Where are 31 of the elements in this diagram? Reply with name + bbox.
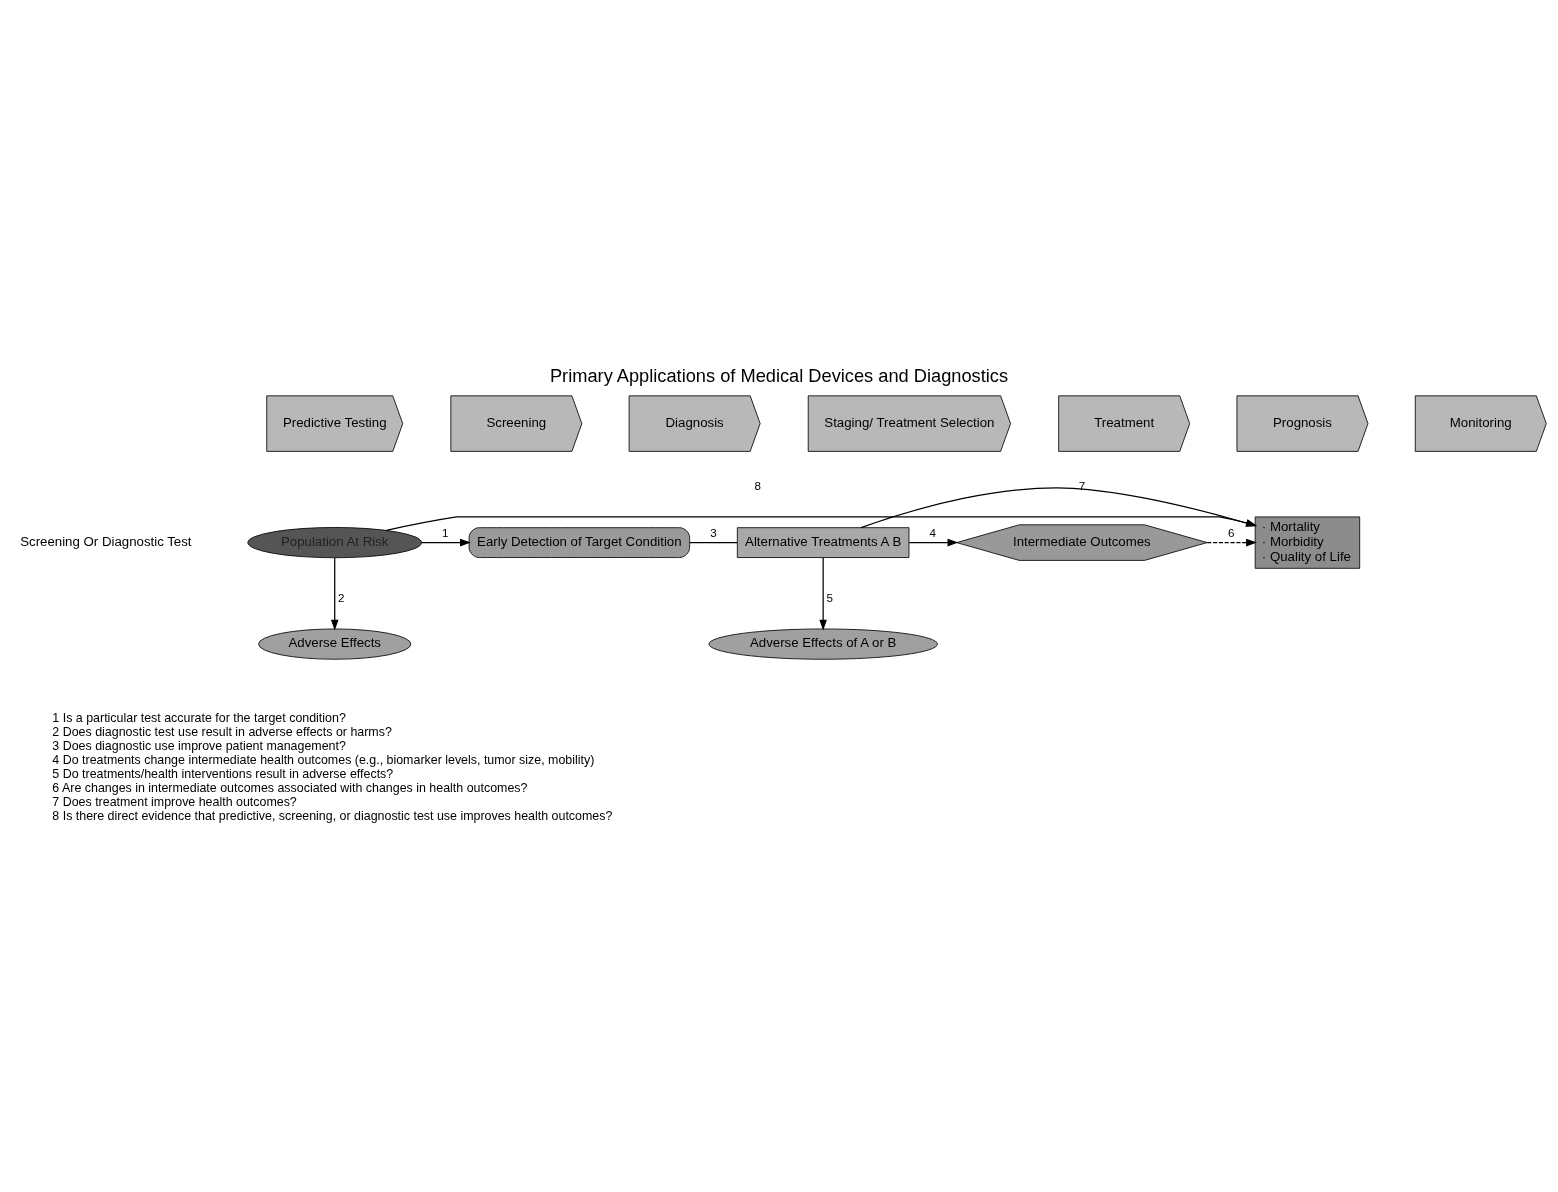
edge-label: 7 <box>1078 478 1086 492</box>
arrow <box>385 516 1257 531</box>
label: 5 Do treatments/health interventions result in adverse effects? <box>52 766 394 781</box>
arrow <box>421 538 471 547</box>
label: 1 Is a particular test accurate for the target condition? <box>52 710 346 725</box>
edge-label: 5 <box>826 590 834 604</box>
arrow <box>860 487 1257 529</box>
node-box: Alternative Treatments A B <box>736 527 910 558</box>
diagram-title: Primary Applications of Medical Devices and Diagnostics <box>549 365 1009 387</box>
label: 6 Are changes in intermediate outcomes associated with changes in health outcomes? <box>52 781 528 796</box>
arrow <box>908 538 959 547</box>
edge-label: 6 <box>1227 525 1235 539</box>
edge-label: 4 <box>929 525 937 539</box>
node-box: · Mortality · Morbidity · Quality of Life <box>1254 516 1361 569</box>
label: Screening Or Diagnostic Test <box>20 533 192 549</box>
connector <box>689 542 738 544</box>
edge-label: 8 <box>754 478 761 492</box>
label: 3 Does diagnostic use improve patient management? <box>52 738 346 753</box>
edge-label: 3 <box>710 525 717 539</box>
edge-label: 2 <box>338 590 345 604</box>
node-ellipse: Adverse Effects of A or B <box>708 628 938 660</box>
label: 7 Does treatment improve health outcomes? <box>52 795 297 810</box>
node-ellipse: Adverse Effects <box>258 628 412 660</box>
edge-label: 1 <box>442 525 449 539</box>
arrow <box>819 557 827 631</box>
label: 8 Is there direct evidence that predictive, screening, or diagnostic test use improves health outcomes? <box>52 809 613 824</box>
label: 2 Does diagnostic test use result in adverse effects or harms? <box>52 724 392 739</box>
arrow <box>1206 538 1257 547</box>
node-box: Early Detection of Target Condition <box>468 527 691 558</box>
label: 4 Do treatments change intermediate health outcomes (e.g., biomarker levels, tumor size, mobility) <box>52 752 595 767</box>
arrow <box>330 557 339 631</box>
